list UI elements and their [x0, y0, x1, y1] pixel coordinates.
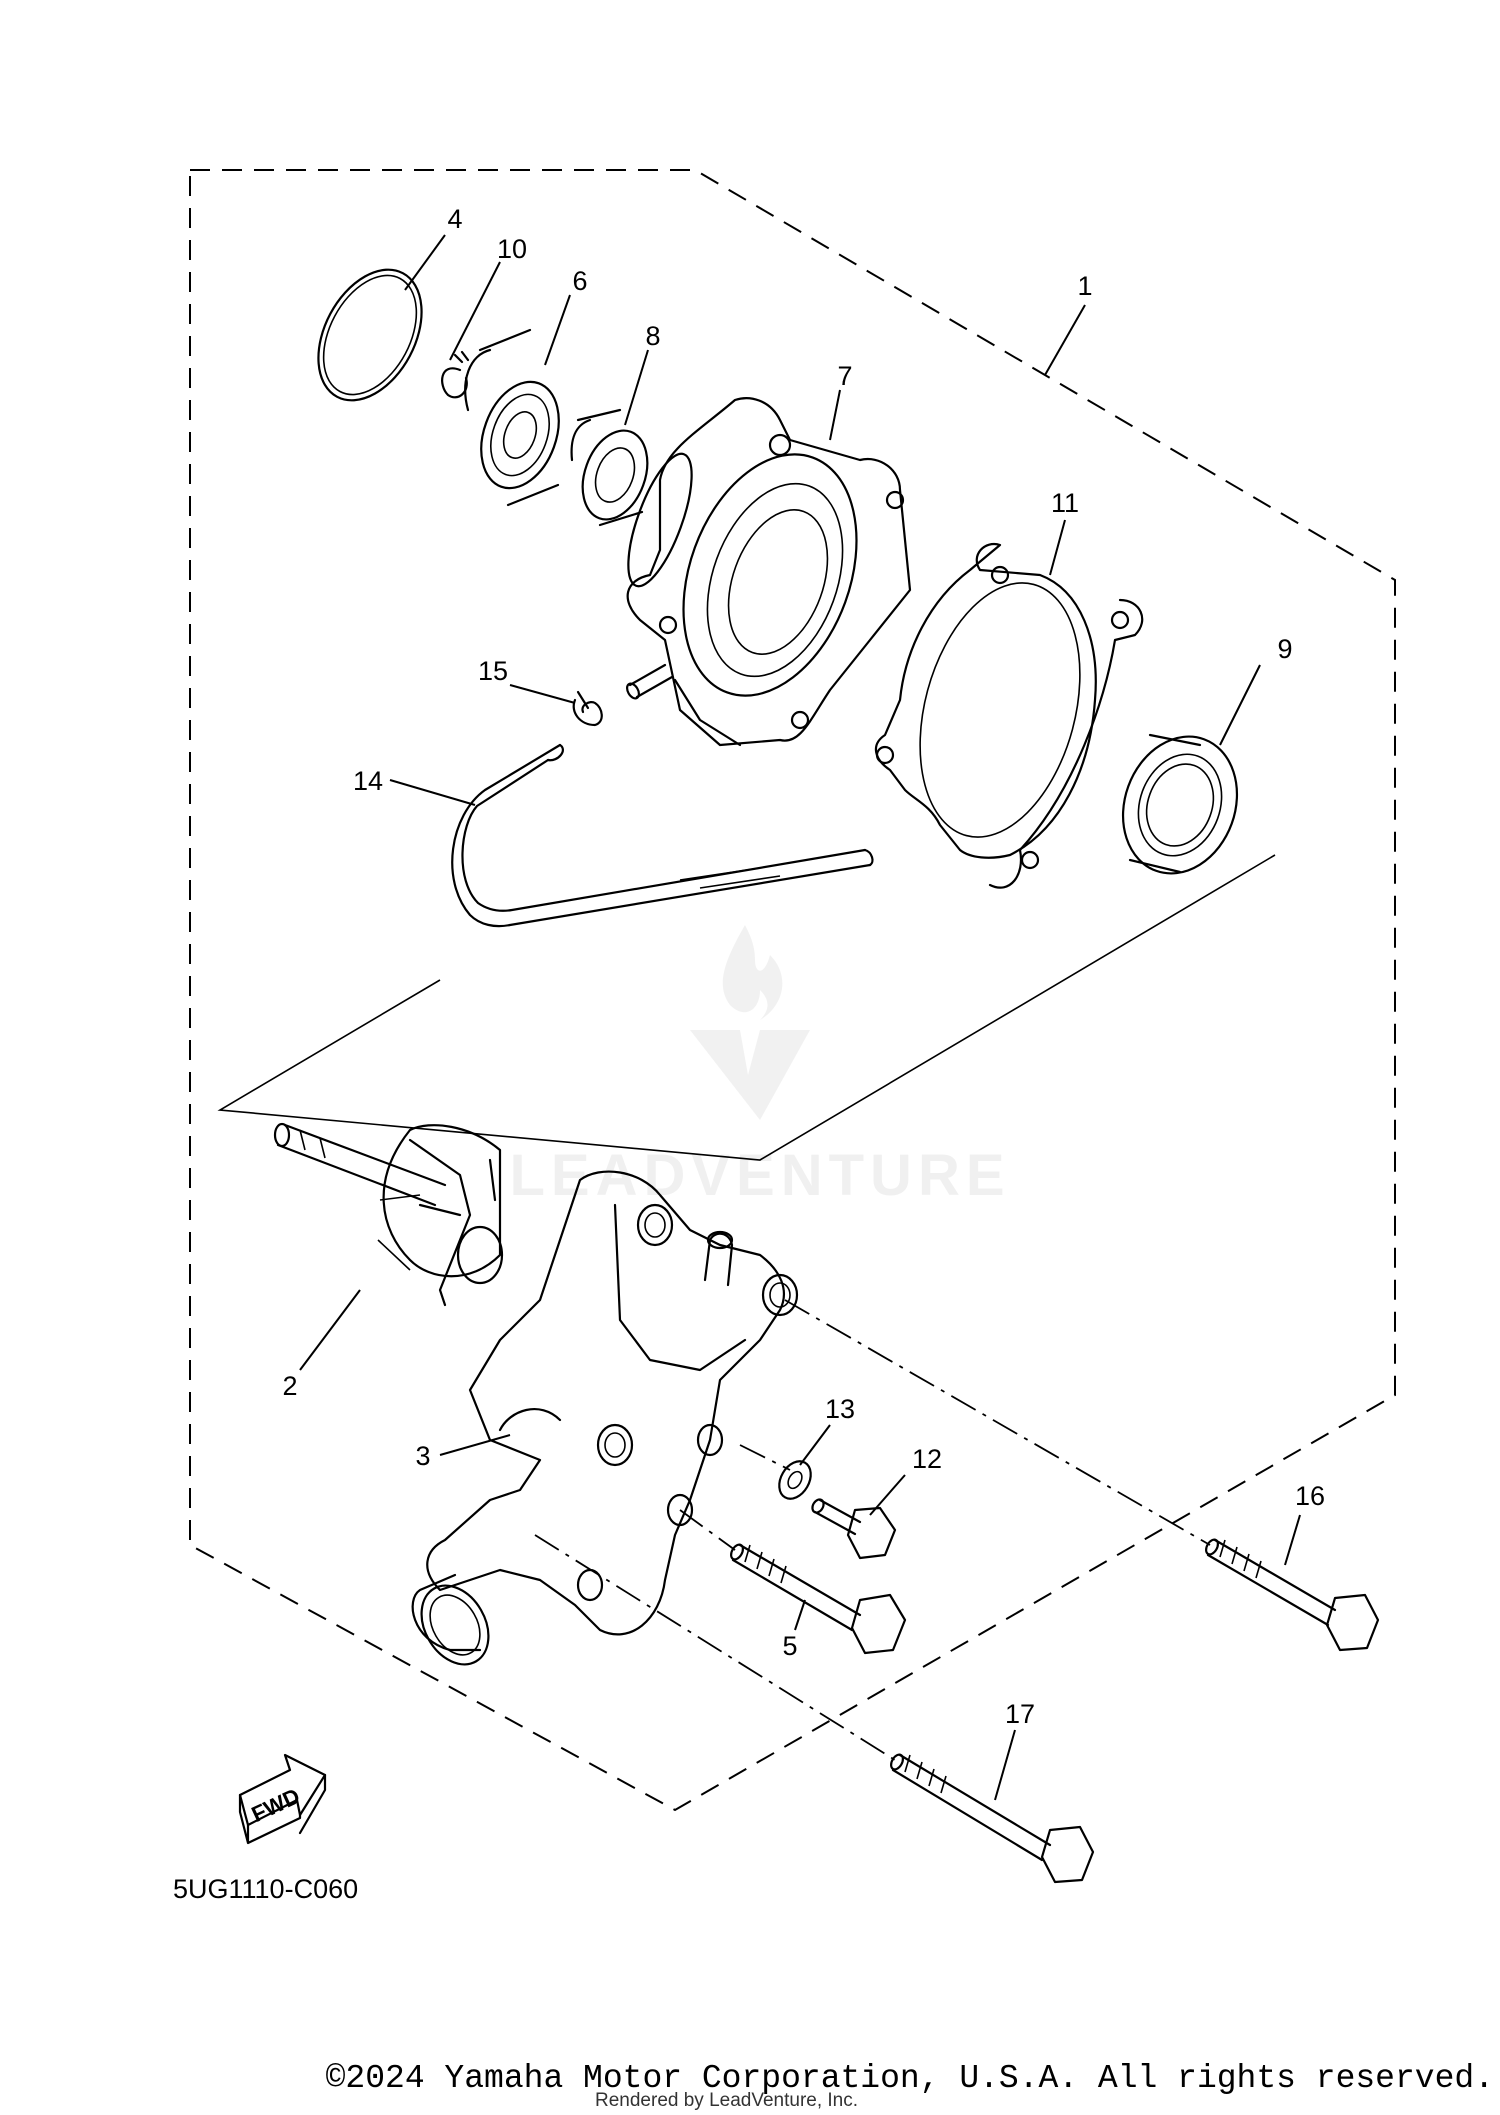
part-seal-8[interactable]: [570, 408, 659, 528]
callout-15: 15: [478, 656, 508, 686]
part-bolt-12[interactable]: [810, 1497, 897, 1560]
rendered-by-credit: Rendered by LeadVenture, Inc.: [595, 2090, 859, 2111]
callout-7: 7: [837, 361, 852, 391]
part-o-ring-4[interactable]: [297, 252, 442, 418]
callout-4: 4: [447, 204, 462, 234]
callout-13: 13: [825, 1394, 855, 1424]
part-hose-14[interactable]: [451, 743, 874, 928]
part-pump-body-3[interactable]: [408, 1170, 799, 1677]
callout-17: 17: [1005, 1699, 1035, 1729]
alignment-line-16: [784, 1299, 1211, 1546]
part-nipple: [626, 663, 674, 700]
callout-6: 6: [572, 266, 587, 296]
part-hose-clamp-15[interactable]: [572, 690, 603, 727]
part-gasket-11[interactable]: [874, 542, 1144, 889]
part-impeller-shaft-2[interactable]: [273, 1122, 504, 1307]
callout-12: 12: [912, 1444, 942, 1474]
callout-2: 2: [282, 1371, 297, 1401]
part-pump-housing-7[interactable]: [615, 397, 912, 747]
callout-10: 10: [497, 234, 527, 264]
callout-3: 3: [415, 1441, 430, 1471]
part-seal-9[interactable]: [1104, 720, 1255, 889]
part-bolt-16[interactable]: [1204, 1538, 1380, 1652]
part-circlip-10[interactable]: [441, 350, 470, 399]
part-washer-13[interactable]: [773, 1456, 817, 1505]
alignment-line-5: [679, 1509, 736, 1551]
part-bolt-17[interactable]: [889, 1753, 1095, 1884]
assembly-boundary: [189, 169, 1396, 1812]
watermark-logo: LEADVENTURE: [509, 925, 1010, 1208]
callout-14: 14: [353, 766, 383, 796]
fwd-arrow-icon: FWD: [238, 1753, 327, 1845]
callout-9: 9: [1277, 634, 1292, 664]
watermark-text: LEADVENTURE: [509, 1143, 1010, 1208]
callout-5: 5: [782, 1631, 797, 1661]
alignment-plane: [217, 854, 1276, 1161]
copyright-notice: ©2024 Yamaha Motor Corporation, U.S.A. A…: [325, 2060, 1494, 2097]
part-code: 5UG1110-C060: [173, 1874, 358, 1904]
callout-16: 16: [1295, 1481, 1325, 1511]
alignment-line-12: [739, 1444, 791, 1471]
alignment-line-17: [534, 1534, 896, 1761]
leader-lines: [299, 234, 1301, 1801]
callout-8: 8: [645, 321, 660, 351]
callout-1: 1: [1077, 271, 1092, 301]
part-bolt-5[interactable]: [729, 1543, 907, 1655]
callout-11: 11: [1051, 488, 1079, 518]
part-bearing-6[interactable]: [464, 328, 572, 507]
